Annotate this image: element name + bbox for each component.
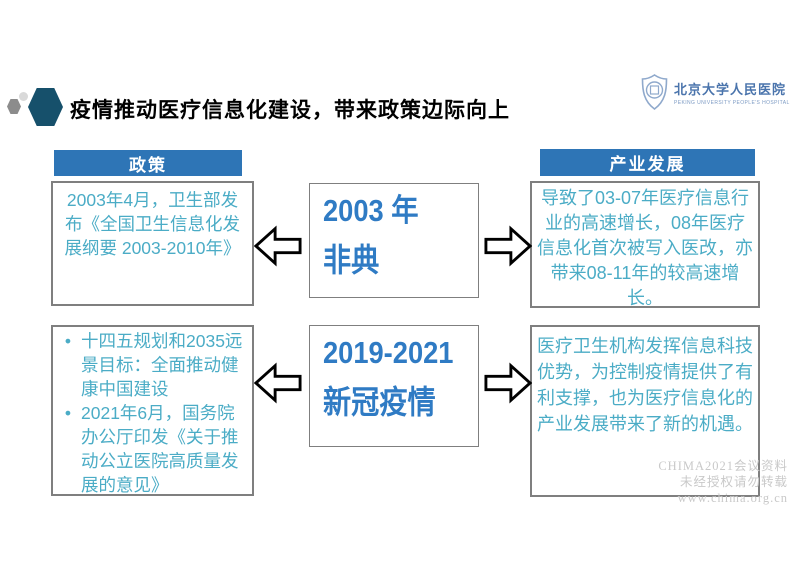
hospital-logo: 北京大学人民医院 PEKING UNIVERSITY PEOPLE'S HOSP… <box>641 70 789 114</box>
watermark: CHIMA2021会议资料 未经授权请勿转载 www.chima.org.cn <box>658 458 788 506</box>
small-hexagon-icon <box>7 99 21 114</box>
list-item: • 2021年6月，国务院办公厅印发《关于推动公立医院高质量发展的意见》 <box>55 401 248 497</box>
page-title: 疫情推动医疗信息化建设，带来政策边际向上 <box>70 98 510 122</box>
arrow-left-icon <box>254 225 302 267</box>
event-bottom-box: 2019-2021 新冠疫情 <box>309 325 479 447</box>
industry-bottom-box: 医疗卫生机构发挥信息科技优势，为控制疫情提供了有利支撑，也为医疗信息化的产业发展… <box>530 325 760 497</box>
arrow-left-icon <box>254 362 302 404</box>
arrow-right-icon <box>484 362 532 404</box>
policy-bullet-1: 十四五规划和2035远景目标：全面推动健康中国建设 <box>81 331 243 399</box>
event-top-text: 2003 年 非典 <box>323 188 419 286</box>
watermark-line: www.chima.org.cn <box>677 491 788 505</box>
hexagon-bullet-icon <box>28 88 63 126</box>
industry-bottom-text: 医疗卫生机构发挥信息科技优势，为控制疫情提供了有利支撑，也为医疗信息化的产业发展… <box>537 336 753 434</box>
logo-text: 北京大学人民医院 PEKING UNIVERSITY PEOPLE'S HOSP… <box>674 79 790 106</box>
policy-bottom-box: • 十四五规划和2035远景目标：全面推动健康中国建设 • 2021年6月，国务… <box>51 325 254 496</box>
watermark-line: 未经授权请勿转载 <box>679 475 788 489</box>
list-item: • 十四五规划和2035远景目标：全面推动健康中国建设 <box>55 329 248 401</box>
policy-top-box: 2003年4月，卫生部发布《全国卫生信息化发展纲要 2003-2010年》 <box>51 181 254 306</box>
industry-top-box: 导致了03-07年医疗信息行业的高速增长，08年医疗信息化首次被写入医改，亦带来… <box>530 181 760 308</box>
event-top-line1: 2003 年 <box>323 193 419 228</box>
event-top-line2: 非典 <box>323 242 380 278</box>
policy-header: 政策 <box>54 150 242 176</box>
event-bottom-line2: 新冠疫情 <box>323 384 436 420</box>
policy-top-text: 2003年4月，卫生部发布《全国卫生信息化发展纲要 2003-2010年》 <box>64 190 241 258</box>
policy-bullet-2: 2021年6月，国务院办公厅印发《关于推动公立医院高质量发展的意见》 <box>81 403 239 495</box>
watermark-line: CHIMA2021会议资料 <box>658 459 788 473</box>
small-dot-icon <box>19 92 28 101</box>
industry-header: 产业发展 <box>540 149 755 176</box>
event-bottom-line1: 2019-2021 <box>323 335 454 370</box>
arrow-right-icon <box>484 225 532 267</box>
title-row: 疫情推动医疗信息化建设，带来政策边际向上 <box>0 86 793 130</box>
industry-top-text: 导致了03-07年医疗信息行业的高速增长，08年医疗信息化首次被写入医改，亦带来… <box>537 188 753 308</box>
event-top-box: 2003 年 非典 <box>309 183 479 298</box>
bullet-icon: • <box>64 331 72 351</box>
hospital-name-en: PEKING UNIVERSITY PEOPLE'S HOSPITAL <box>674 99 790 106</box>
event-bottom-text: 2019-2021 新冠疫情 <box>323 330 453 428</box>
bullet-icon: • <box>64 403 72 423</box>
shield-icon <box>641 74 668 110</box>
hospital-name-cn: 北京大学人民医院 <box>674 81 787 97</box>
